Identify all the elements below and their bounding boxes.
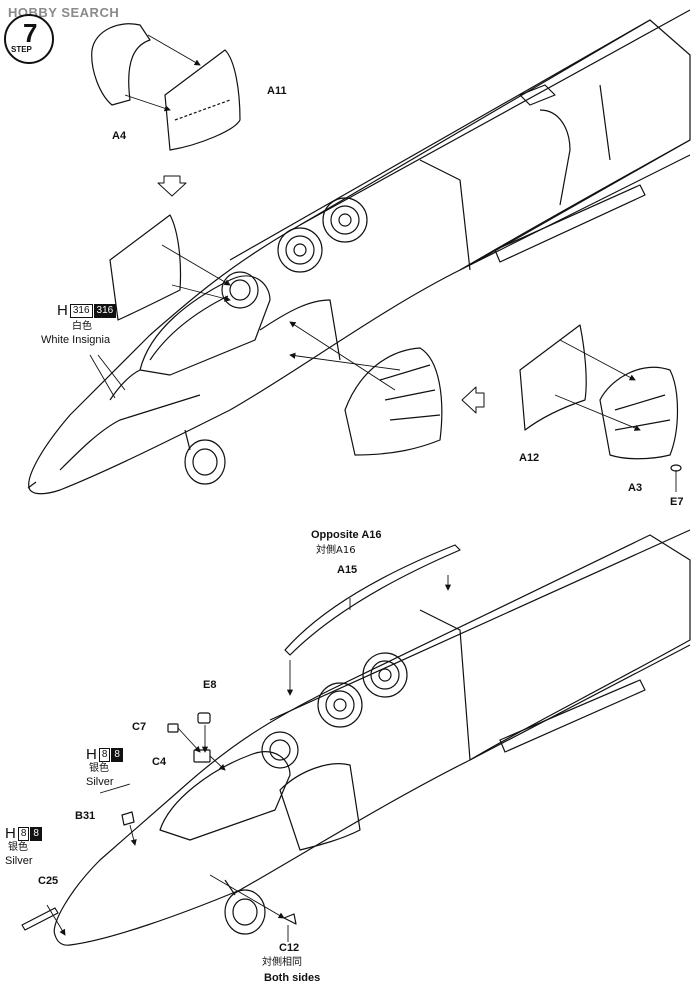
part-c7-shape xyxy=(167,723,179,733)
part-c4-shape xyxy=(193,749,211,763)
label-both-sides: Both sides xyxy=(264,972,321,984)
step-label: STEP xyxy=(11,45,32,54)
label-both-sides-cn: 対側相同 xyxy=(262,957,302,968)
fuselage-top xyxy=(27,9,691,495)
down-arrow-graphic xyxy=(157,175,187,197)
paint-code-silver-2: H 8 8 xyxy=(5,826,42,841)
paint-en-white: White Insignia xyxy=(41,334,111,346)
fuselage-bottom xyxy=(53,529,691,946)
label-a3: A3 xyxy=(628,482,643,494)
label-b31: B31 xyxy=(75,810,96,822)
paint-h-prefix: H xyxy=(57,302,68,319)
paint-code-white: H 316 316 xyxy=(57,302,117,319)
paint-cn-silver-1: 银色 xyxy=(89,763,109,774)
label-c12: C12 xyxy=(279,942,300,954)
label-a15: A15 xyxy=(337,564,358,576)
paint-code-a: 8 xyxy=(17,826,30,841)
part-e8-shape xyxy=(197,712,211,724)
label-c4: C4 xyxy=(152,756,167,768)
paint-code-silver-1: H 8 8 xyxy=(86,747,123,762)
paint-code-b: 8 xyxy=(111,747,123,762)
panel-mid-left xyxy=(109,214,182,321)
paint-code-a: 8 xyxy=(98,747,111,762)
paint-h-prefix: H xyxy=(5,825,16,842)
label-a12: A12 xyxy=(519,452,540,464)
part-c25-shape xyxy=(21,907,59,931)
label-opposite-a16: Opposite A16 xyxy=(311,529,382,541)
paint-code-b: 8 xyxy=(30,826,42,841)
paint-code-a: 316 xyxy=(69,303,93,318)
paint-en-silver-1: Silver xyxy=(86,776,114,788)
label-e7: E7 xyxy=(670,496,684,508)
paint-cn-silver-2: 银色 xyxy=(8,842,28,853)
label-opposite-a16-cn: 対側A16 xyxy=(316,545,356,556)
intake-left-top xyxy=(344,347,443,456)
label-a4: A4 xyxy=(112,130,127,142)
step-number: 7 xyxy=(23,18,38,48)
part-b31-shape xyxy=(121,811,135,826)
part-a3-shape xyxy=(599,366,679,460)
part-a15-shape xyxy=(284,544,461,656)
paint-en-silver-2: Silver xyxy=(5,855,33,867)
part-a12-shape xyxy=(519,324,587,431)
left-arrow-graphic xyxy=(461,386,485,414)
label-e8: E8 xyxy=(203,679,217,691)
label-a11: A11 xyxy=(267,85,287,97)
paint-code-b: 316 xyxy=(93,303,117,318)
step-badge: 7 STEP xyxy=(4,14,54,64)
label-c25: C25 xyxy=(38,875,59,887)
label-c7: C7 xyxy=(132,721,147,733)
part-a4-shape xyxy=(91,23,151,106)
part-a11-shape xyxy=(164,49,241,151)
part-c12-shape xyxy=(283,913,297,925)
paint-h-prefix: H xyxy=(86,746,97,763)
paint-cn-white: 白色 xyxy=(72,321,92,332)
